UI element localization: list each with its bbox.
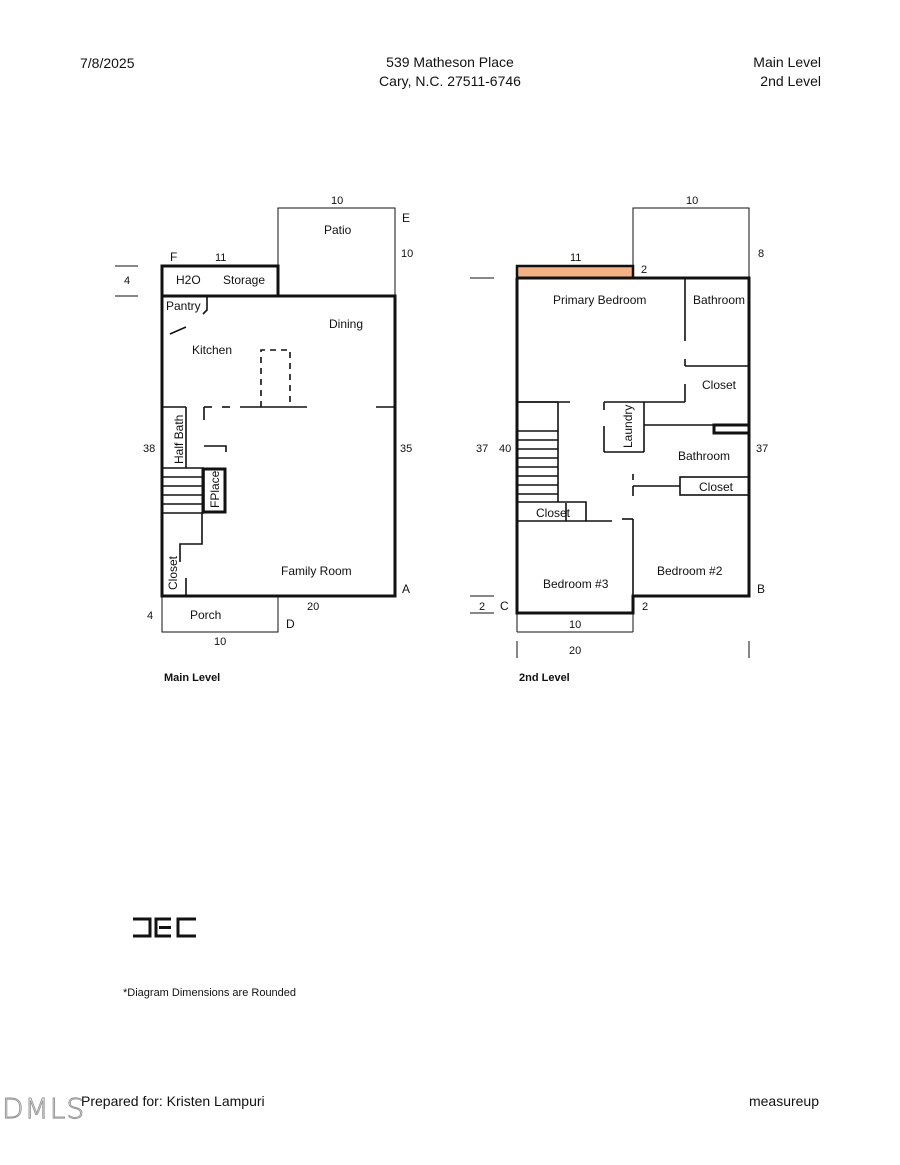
dim-porch-left: 4 [147, 610, 153, 622]
pantry-label: Pantry [166, 299, 201, 313]
pantry-door [169, 326, 187, 335]
pantry-wall [202, 296, 208, 315]
dim-bottom: 20 [307, 601, 319, 613]
mls-watermark: DMLS [1, 1092, 86, 1126]
bedroom2-label: Bedroom #2 [657, 564, 723, 578]
stair-wall [179, 513, 203, 562]
dim-left: 38 [143, 443, 155, 455]
dim-left-outer: 37 [476, 443, 488, 455]
kitchen-island [260, 349, 291, 407]
second-level-caption: 2nd Level [519, 672, 570, 684]
dim-bottom-left-step: 2 [479, 601, 485, 613]
porch-outline [161, 596, 279, 633]
corner-c: C [500, 599, 509, 613]
bumpout-outline [632, 207, 750, 278]
corner-b: B [757, 582, 765, 596]
dim-porch-bottom: 10 [214, 636, 226, 648]
half-bath-label: Half Bath [172, 415, 186, 464]
bathroom-fixture [712, 423, 751, 435]
main-level-caption: Main Level [164, 672, 220, 684]
storage-label: Storage [223, 273, 265, 287]
closet-left-walls [517, 501, 587, 522]
bathroom-top-label: Bathroom [693, 293, 745, 307]
dec-logo-icon [133, 917, 196, 938]
second-level-plan: Primary Bedroom Bathroom Closet Laundry … [470, 195, 768, 684]
family-room-label: Family Room [281, 564, 352, 578]
header-address: 539 Matheson Place Cary, N.C. 27511-6746 [300, 53, 600, 91]
primary-bedroom-label: Primary Bedroom [553, 293, 646, 307]
laundry-label: Laundry [621, 405, 635, 448]
dining-label: Dining [329, 317, 363, 331]
dim-left-inner: 40 [499, 443, 511, 455]
dim-top-right-width: 10 [686, 195, 698, 207]
dim-bottom-inner: 10 [569, 619, 581, 631]
dim-bottom-total: 20 [569, 645, 581, 657]
corner-d: D [286, 617, 295, 631]
patio-label: Patio [324, 223, 352, 237]
dim-top-right-height: 8 [758, 248, 764, 260]
address-line-1: 539 Matheson Place [386, 54, 514, 70]
main-exterior-walls [160, 294, 397, 598]
porch-label: Porch [190, 608, 221, 622]
dim-patio-top: 10 [331, 195, 343, 207]
corner-f: F [170, 250, 177, 264]
dim-storage-top: 11 [215, 252, 226, 264]
prepared-for: Prepared for: Kristen Lampuri [81, 1093, 265, 1109]
fireplace [201, 467, 227, 514]
half-bath-wall [204, 445, 227, 452]
bathroom-mid-label: Bathroom [678, 449, 730, 463]
dim-right: 35 [400, 443, 412, 455]
dim-patio-right: 10 [401, 248, 413, 260]
closet-mid-label: Closet [699, 480, 734, 494]
header-levels: Main Level 2nd Level [753, 53, 821, 91]
dim-top-step: 2 [641, 264, 647, 276]
patio-outline [277, 207, 396, 296]
address-line-2: Cary, N.C. 27511-6746 [379, 73, 521, 89]
dim-right: 37 [756, 443, 768, 455]
closet-label: Closet [166, 555, 180, 590]
header-date: 7/8/2025 [80, 55, 135, 71]
bedroom3-label: Bedroom #3 [543, 577, 609, 591]
highlighted-strip [515, 264, 635, 280]
corner-a: A [402, 582, 410, 596]
closet-left-label: Closet [536, 506, 571, 520]
corner-e: E [402, 211, 410, 225]
levels-line-2: 2nd Level [760, 73, 821, 89]
brand-name: measureup [748, 1093, 819, 1109]
main-level-plan: Patio H2O Storage Pantry Dining Kitchen … [115, 195, 413, 684]
h2o-label: H2O [176, 273, 201, 287]
levels-line-1: Main Level [753, 54, 821, 70]
fplace-label: FPlace [208, 470, 222, 508]
dimensions-note: *Diagram Dimensions are Rounded [123, 987, 297, 999]
dim-storage-left: 4 [124, 275, 130, 287]
closet-mid-walls [679, 476, 750, 496]
kitchen-label: Kitchen [192, 343, 232, 357]
dim-bottom-right-step: 2 [642, 601, 648, 613]
closet-top-label: Closet [702, 378, 737, 392]
dim-top-left-width: 11 [570, 252, 581, 264]
